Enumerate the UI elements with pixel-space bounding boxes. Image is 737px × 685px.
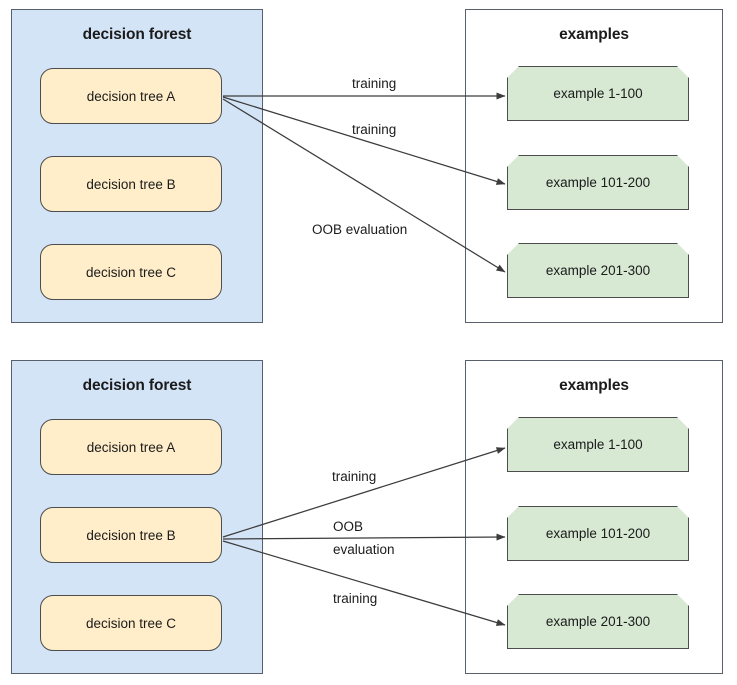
arrow-tree-a-to-example-201-300 xyxy=(222,98,506,273)
tree-box-decision-tree-a[interactable]: decision tree A xyxy=(40,419,222,475)
diagram-oob-tree-a: decision forest examples decision tree A… xyxy=(0,0,737,337)
example-box-label: example 1-100 xyxy=(553,437,643,452)
tree-box-label: decision tree A xyxy=(86,439,176,455)
example-box-shape xyxy=(507,506,689,561)
example-box-label: example 201-300 xyxy=(545,614,651,629)
tree-box-label: decision tree B xyxy=(86,527,176,543)
decision-forest-title: decision forest xyxy=(82,26,192,43)
examples-title: examples xyxy=(559,26,629,43)
tree-box-label: decision tree C xyxy=(85,264,177,280)
arrow-tree-a-to-example-101-200 xyxy=(222,96,506,185)
example-box-201-300[interactable]: example 201-300 xyxy=(507,243,689,298)
example-box-label: example 1-100 xyxy=(553,86,643,101)
tree-box-decision-tree-b[interactable]: decision tree B xyxy=(40,156,222,212)
diagram-oob-tree-b: decision forest examples decision tree A… xyxy=(0,351,737,685)
example-box-shape xyxy=(507,243,689,298)
arrow-layer xyxy=(222,92,506,273)
example-box-label: example 101-200 xyxy=(545,526,651,541)
example-box-label: example 201-300 xyxy=(545,263,651,278)
example-box-1-100[interactable]: example 1-100 xyxy=(507,417,689,472)
example-box-label: example 101-200 xyxy=(545,175,651,190)
tree-box-label: decision tree B xyxy=(86,176,176,192)
example-box-201-300[interactable]: example 201-300 xyxy=(507,594,689,649)
example-box-1-100[interactable]: example 1-100 xyxy=(507,66,689,121)
tree-box-label: decision tree A xyxy=(86,88,176,104)
tree-box-decision-tree-a[interactable]: decision tree A xyxy=(40,68,222,124)
example-box-shape xyxy=(507,155,689,210)
edge-label-training-2: training xyxy=(333,591,378,606)
tree-box-decision-tree-c[interactable]: decision tree C xyxy=(40,244,222,300)
edge-label-oob: OOB xyxy=(333,519,364,534)
example-box-shape xyxy=(507,594,689,649)
example-box-shape xyxy=(507,417,689,472)
decision-forest-title: decision forest xyxy=(82,377,192,394)
edge-label-training-2: training xyxy=(352,122,397,137)
tree-box-decision-tree-b[interactable]: decision tree B xyxy=(40,507,222,563)
arrow-layer xyxy=(222,447,506,626)
edge-label-oob-evaluation: OOB evaluation xyxy=(312,222,408,237)
example-box-101-200[interactable]: example 101-200 xyxy=(507,155,689,210)
tree-box-decision-tree-c[interactable]: decision tree C xyxy=(40,595,222,651)
edge-label-training-1: training xyxy=(352,76,397,91)
edge-label-training-1: training xyxy=(332,469,377,484)
example-box-shape xyxy=(507,66,689,121)
arrow-tree-b-to-example-101-200 xyxy=(222,533,506,541)
tree-box-label: decision tree C xyxy=(85,615,177,631)
example-box-101-200[interactable]: example 101-200 xyxy=(507,506,689,561)
arrow-tree-b-to-example-1-100 xyxy=(222,447,506,538)
examples-title: examples xyxy=(559,377,629,394)
arrow-tree-b-to-example-201-300 xyxy=(222,540,506,626)
edge-label-evaluation: evaluation xyxy=(333,542,395,557)
